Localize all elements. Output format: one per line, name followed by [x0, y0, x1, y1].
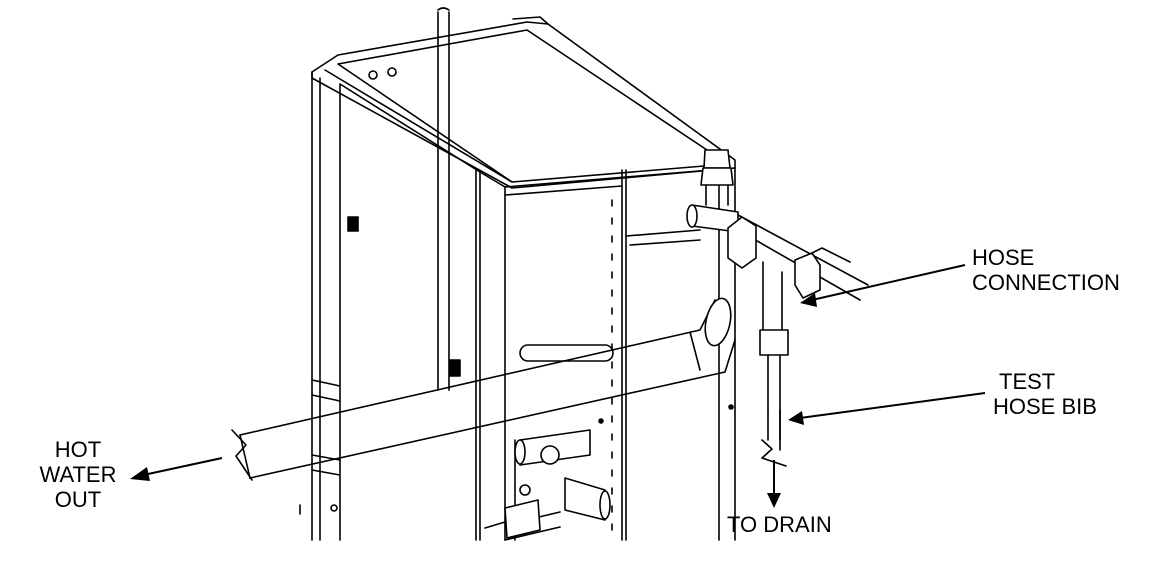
lower-piping-assembly [484, 429, 611, 541]
hot-water-out-label: HOT WATER OUT [30, 437, 126, 512]
test-hose-bib-label-line-2: HOSE BIB [993, 394, 1097, 419]
hot-water-out-label-line-2: WATER [39, 462, 117, 487]
hot-water-out-arrow [130, 457, 223, 481]
hose-connection-arrow [800, 264, 966, 307]
test-hose-bib-arrow [788, 392, 986, 425]
to-drain-label: TO DRAIN [727, 512, 832, 537]
test-hose-bib-pipe [761, 409, 787, 467]
to-drain-arrow [767, 460, 781, 508]
cabinet-top [311, 16, 736, 189]
test-hose-bib-label-line-1: TEST [999, 369, 1056, 394]
hose-connection-label-line-2: CONNECTION [972, 270, 1120, 295]
test-hose-bib-label: TEST HOSE BIB [993, 369, 1097, 419]
upper-piping-assembly [686, 149, 869, 441]
hose-connection-label: HOSE CONNECTION [972, 245, 1120, 295]
vent-pipe [437, 7, 450, 391]
hot-water-out-label-line-3: OUT [54, 487, 102, 512]
cabinet-front-face [479, 167, 736, 541]
hose-connection-label-line-1: HOSE [972, 245, 1035, 270]
hot-water-pipe [231, 297, 736, 481]
hot-water-out-label-line-1: HOT [54, 437, 102, 462]
